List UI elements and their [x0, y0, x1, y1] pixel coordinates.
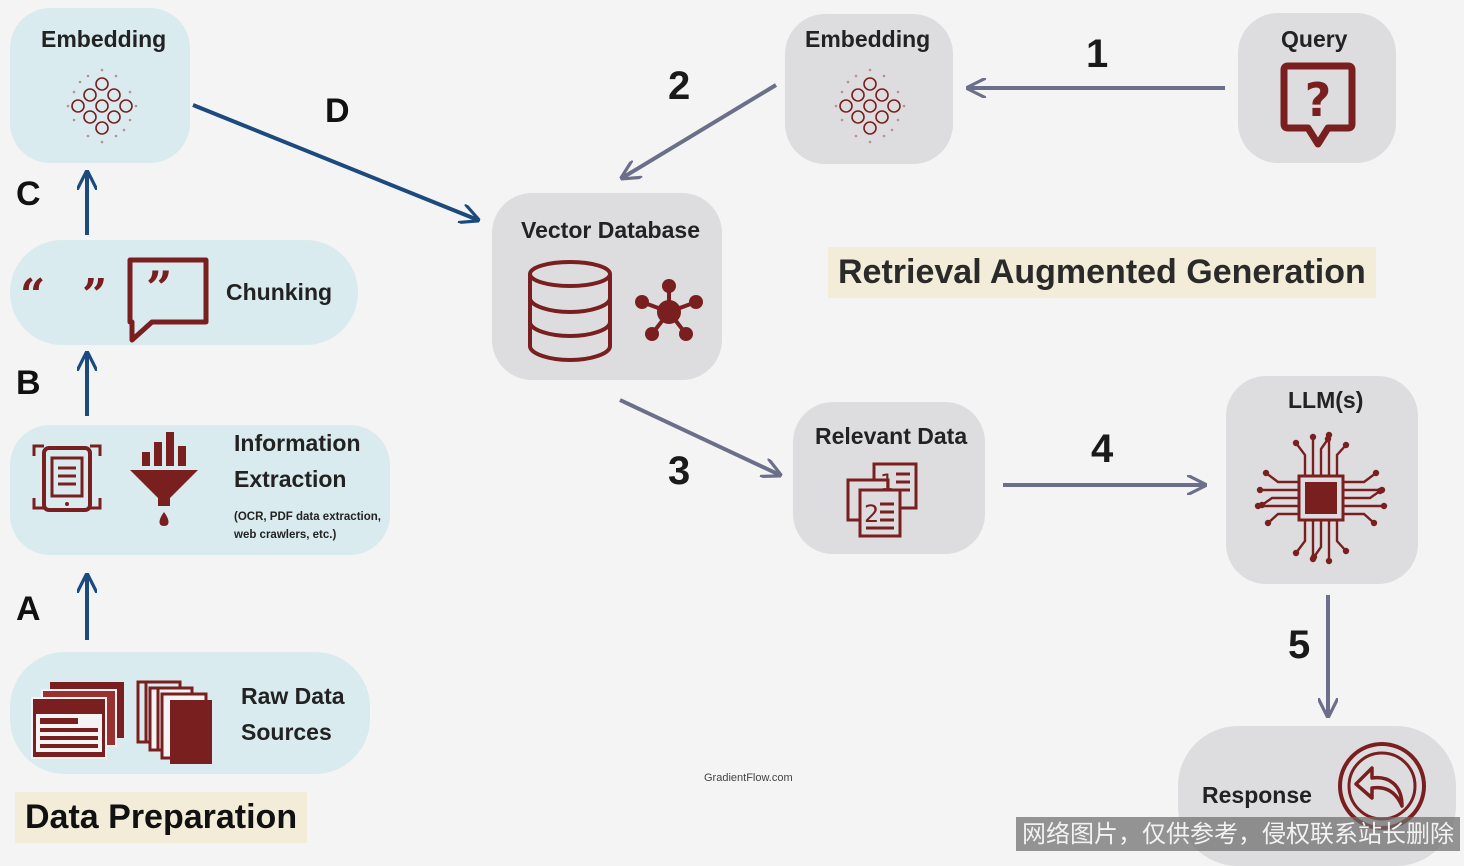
info-extraction-label-2: Extraction: [234, 466, 347, 492]
cpu-chip-icon: [1254, 431, 1388, 565]
watermark-text: 网络图片，仅供参考，侵权联系站长删除: [1016, 817, 1460, 851]
embedding-box-prep: [10, 8, 190, 163]
neural-network-icon: [66, 68, 138, 144]
step-2-label: 2: [668, 64, 691, 108]
database-icon: [528, 260, 612, 363]
info-extraction-note-2: web crawlers, etc.): [234, 529, 337, 541]
svg-text:?: ?: [1305, 73, 1332, 127]
llm-box: [1226, 376, 1418, 584]
info-extraction-note-1: (OCR, PDF data extraction,: [234, 511, 381, 523]
stacked-documents-icon: [136, 680, 212, 764]
info-extraction-label-1: Information: [234, 430, 361, 456]
question-bubble-icon: ?: [1280, 62, 1356, 148]
step-b-label: B: [16, 364, 41, 402]
svg-text:”: ”: [146, 261, 172, 315]
embedding-label-prep: Embedding: [41, 26, 167, 52]
arrow-2: [622, 83, 778, 178]
network-hub-icon: [635, 279, 703, 341]
relevant-data-label: Relevant Data: [815, 423, 968, 449]
step-5-label: 5: [1288, 623, 1311, 667]
step-a-label: A: [16, 590, 41, 628]
funnel-chart-icon: [130, 432, 198, 526]
query-label: Query: [1281, 26, 1348, 52]
credit-text: GradientFlow.com: [704, 772, 793, 784]
embedding-label-rag: Embedding: [805, 26, 931, 52]
numbered-list-documents-icon: 1 2: [846, 462, 918, 538]
svg-text:1: 1: [880, 471, 894, 496]
raw-data-label-2: Sources: [241, 719, 332, 745]
arrow-d: [192, 103, 478, 220]
speech-bubble-quote-icon: ”: [127, 257, 209, 343]
scanner-document-icon: [32, 444, 102, 512]
quote-marks-icon: “ ”: [20, 276, 107, 310]
arrow-3: [619, 398, 780, 475]
step-3-label: 3: [668, 449, 691, 493]
svg-text:”: ”: [82, 276, 107, 310]
llm-label: LLM(s): [1288, 387, 1364, 413]
step-4-label: 4: [1091, 427, 1114, 471]
svg-text:2: 2: [864, 500, 879, 528]
embedding-box-rag: [785, 14, 953, 164]
raw-data-label-1: Raw Data: [241, 683, 345, 709]
svg-text:“: “: [20, 276, 45, 310]
neural-network-icon: [834, 68, 906, 144]
vector-db-label: Vector Database: [521, 217, 700, 243]
response-label: Response: [1202, 782, 1312, 808]
step-c-label: C: [16, 175, 41, 213]
browser-windows-icon: [31, 682, 124, 759]
chunking-label: Chunking: [226, 279, 333, 305]
data-prep-section-title: Data Preparation: [15, 792, 308, 843]
step-1-label: 1: [1086, 32, 1109, 76]
rag-section-title: Retrieval Augmented Generation: [828, 247, 1376, 298]
step-d-label: D: [325, 92, 350, 130]
